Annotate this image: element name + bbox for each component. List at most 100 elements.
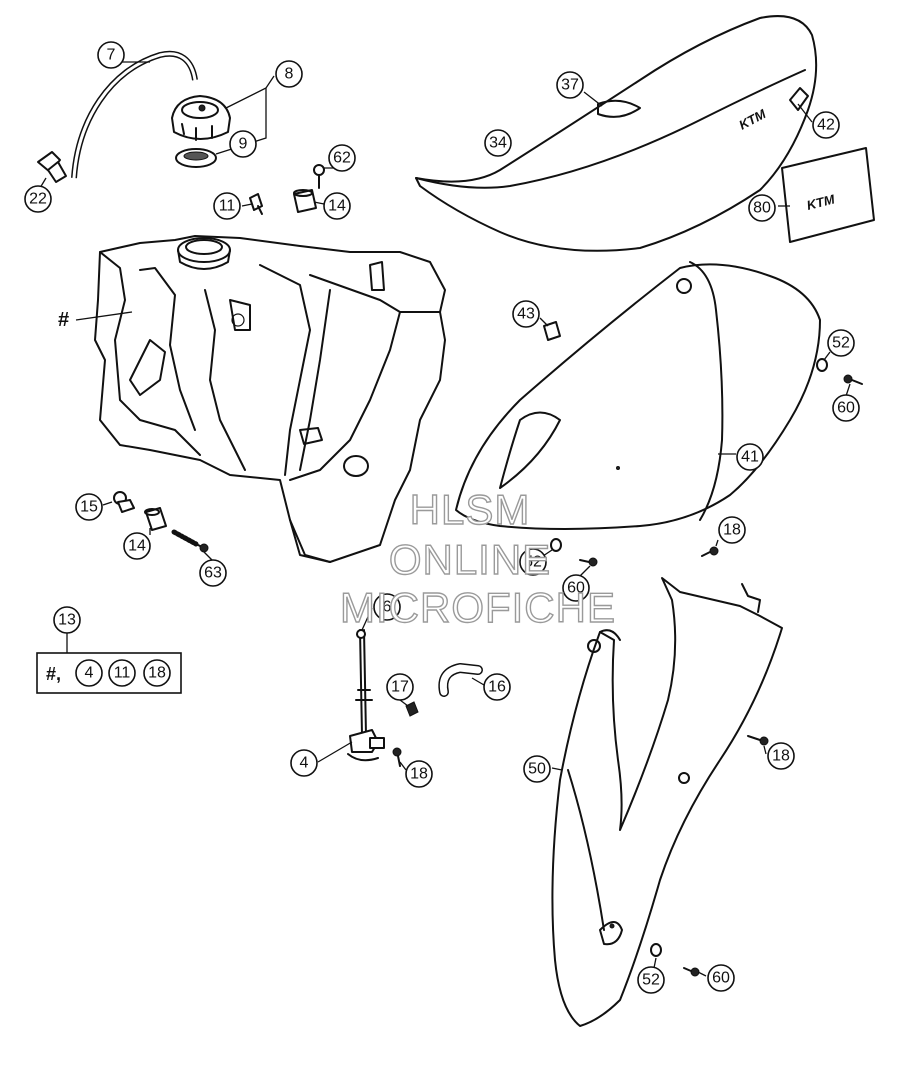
screw-18-shroud-mid [747,735,769,746]
hose-16 [438,663,483,697]
svg-text:17: 17 [391,679,409,696]
clip-17 [405,701,419,717]
svg-text:42: 42 [817,117,835,134]
callout-4: 4 [290,749,318,777]
callout-52-mid: 52 [519,548,547,576]
svg-text:50: 50 [528,761,546,778]
callout-43: 43 [512,300,540,328]
svg-text:52: 52 [524,554,542,571]
svg-text:15: 15 [80,499,98,516]
callout-11: 11 [213,192,241,220]
svg-text:6: 6 [383,599,392,616]
hash-label: # [58,309,133,331]
screw-62 [313,164,325,189]
svg-text:62: 62 [333,150,351,167]
screw-18-shroud-top [701,546,719,557]
cap-seal [175,148,217,168]
callout-17: 17 [386,673,414,701]
callout-13: 13 [53,606,81,634]
svg-text:52: 52 [642,972,660,989]
svg-text:11: 11 [219,198,236,215]
callout-34: 34 [484,129,512,157]
svg-text:80: 80 [753,200,771,217]
callout-6: 6 [373,593,401,621]
callout-60-top: 60 [832,394,860,422]
callout-18-tap: 18 [405,760,433,788]
kit-item-4: 4 [75,659,103,687]
svg-text:63: 63 [204,565,222,582]
svg-text:ONLINE: ONLINE [389,536,551,583]
svg-text:43: 43 [517,306,535,323]
svg-text:60: 60 [567,580,585,597]
kit-box: 13 #, 4 11 18 [36,606,182,694]
callout-14-mid: 14 [123,532,151,560]
callout-37: 37 [556,71,584,99]
fuel-tap [347,629,385,762]
screw-60-top [843,374,863,385]
callout-52-top: 52 [827,329,855,357]
svg-text:18: 18 [148,665,166,682]
callout-7: 7 [97,41,125,69]
svg-text:4: 4 [85,665,94,682]
callout-14-top: 14 [323,192,351,220]
svg-text:34: 34 [489,135,507,152]
callout-15: 15 [75,493,103,521]
svg-text:37: 37 [561,77,579,94]
svg-text:MICROFICHE: MICROFICHE [340,584,616,631]
screw-11 [249,193,263,215]
washer-52-bottom [650,943,662,957]
callout-8: 8 [275,60,303,88]
bolt-15 [113,491,135,513]
callout-52-bottom: 52 [637,966,665,994]
callout-41: 41 [736,443,764,471]
svg-text:#: # [58,309,69,331]
svg-text:60: 60 [837,400,855,417]
bolt-63 [171,529,209,553]
callout-60-mid: 60 [562,574,590,602]
callout-18-right-mid: 18 [767,742,795,770]
svg-text:KTM: KTM [805,191,837,213]
svg-text:52: 52 [832,335,850,352]
washer-52-mid [550,538,562,552]
callout-16: 16 [483,673,511,701]
callout-18-right-top: 18 [718,516,746,544]
screw-18-tap [392,747,402,767]
svg-text:22: 22 [29,191,47,208]
grommet-14-top [293,189,317,213]
svg-text:9: 9 [239,136,248,153]
svg-text:11: 11 [114,665,131,682]
kit-item-18: 18 [143,659,171,687]
svg-text:HLSM: HLSM [410,486,531,533]
watermark: HLSM ONLINE MICROFICHE [339,485,616,631]
svg-text:4: 4 [300,755,309,772]
fuel-tank [94,235,446,563]
svg-text:16: 16 [488,679,506,696]
svg-text:18: 18 [772,748,790,765]
radiator-shroud [551,577,783,1027]
fuel-cap [171,95,231,141]
callout-62: 62 [328,144,356,172]
svg-text:41: 41 [741,449,759,466]
svg-text:#,: #, [46,664,61,684]
washer-52-top [816,358,828,372]
svg-text:60: 60 [712,970,730,987]
side-panel-right [455,261,821,530]
spacer-43 [543,321,561,341]
svg-text:14: 14 [128,538,146,555]
callout-22: 22 [24,185,52,213]
sticker: KTM [781,147,875,243]
seat: KTM [415,15,818,252]
hose-fitting [37,151,67,183]
screw-60-bottom [683,967,700,977]
svg-text:7: 7 [107,47,116,64]
svg-text:13: 13 [58,612,76,629]
svg-text:18: 18 [723,522,741,539]
callout-9: 9 [229,130,257,158]
screw-60-mid [579,557,598,567]
callout-42: 42 [812,111,840,139]
svg-text:18: 18 [410,766,428,783]
svg-text:14: 14 [328,198,346,215]
svg-text:8: 8 [285,66,294,83]
callout-50: 50 [523,755,551,783]
